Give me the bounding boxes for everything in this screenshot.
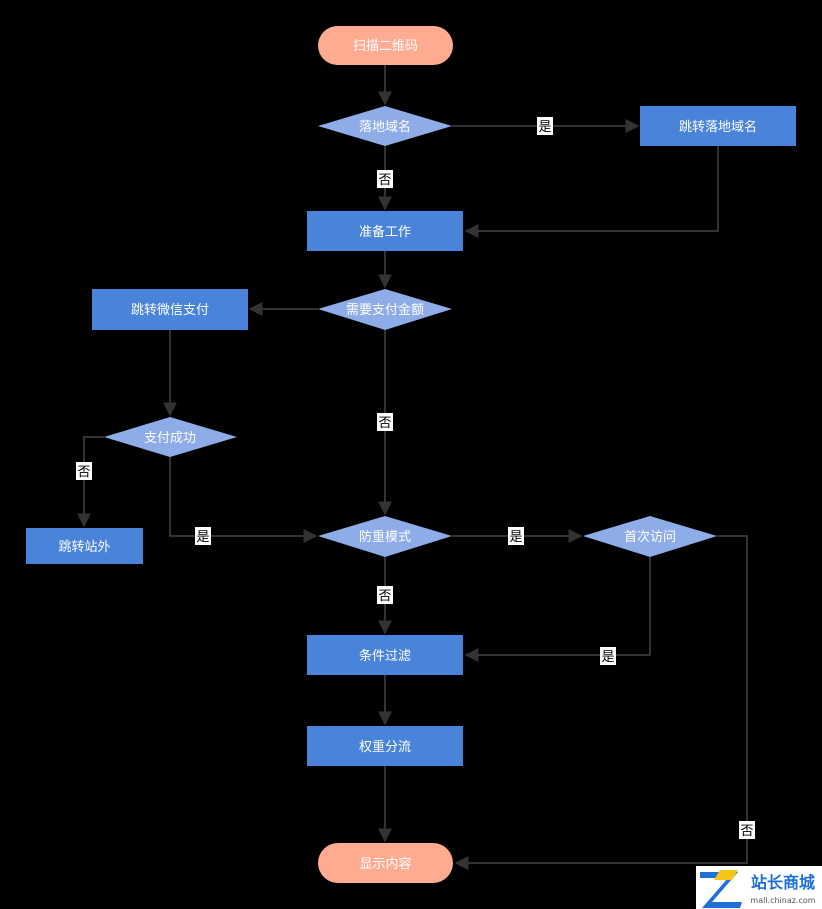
- edge-success-no: [77, 436, 104, 528]
- svg-text:支付成功: 支付成功: [144, 431, 196, 446]
- svg-text:否: 否: [378, 416, 391, 431]
- landing-decision: 落地域名: [318, 106, 452, 146]
- svg-text:首次访问: 首次访问: [624, 529, 676, 545]
- pay-success-decision: 支付成功: [104, 417, 237, 457]
- watermark-url: mall.chinaz.com: [750, 896, 815, 905]
- svg-text:扫描二维码: 扫描二维码: [353, 39, 418, 54]
- edge-first-yes: [464, 557, 651, 662]
- edge-label-first-yes: 是: [600, 647, 616, 665]
- svg-text:否: 否: [740, 824, 753, 839]
- chinaz-logo-icon: Z: [700, 870, 742, 908]
- edge-label-success-no: 否: [76, 462, 92, 480]
- edge-label-landing-yes: 是: [537, 117, 553, 135]
- edge-label-anti-no: 否: [377, 586, 393, 604]
- svg-text:跳转微信支付: 跳转微信支付: [131, 303, 209, 318]
- watermark: Z 站长商城 mall.chinaz.com: [696, 866, 822, 909]
- pay-decision: 需要支付金额: [318, 289, 452, 330]
- edge-success-yes: [169, 457, 318, 543]
- svg-text:是: 是: [196, 530, 209, 545]
- connectors: [77, 65, 748, 870]
- svg-text:是: 是: [538, 120, 551, 135]
- svg-text:跳转站外: 跳转站外: [58, 540, 110, 555]
- jump-landing-node: 跳转落地域名: [640, 106, 796, 146]
- edge-label-success-yes: 是: [195, 527, 211, 545]
- jump-wechat-pay-node: 跳转微信支付: [92, 289, 248, 330]
- first-visit-decision: 首次访问: [583, 516, 717, 557]
- edge-label-anti-yes: 是: [508, 527, 524, 545]
- filter-node: 条件过滤: [307, 635, 463, 675]
- svg-text:防重模式: 防重模式: [359, 529, 411, 545]
- edge-label-pay-no: 否: [377, 413, 393, 431]
- edge-label-first-no: 否: [739, 821, 755, 839]
- svg-text:跳转落地域名: 跳转落地域名: [679, 119, 757, 135]
- svg-text:需要支付金额: 需要支付金额: [346, 302, 424, 318]
- nodes: 扫描二维码 落地域名 跳转落地域名 准备工作 需要支付金额 跳转微信支付: [26, 26, 796, 883]
- svg-text:是: 是: [509, 530, 522, 545]
- prepare-node: 准备工作: [307, 211, 463, 251]
- svg-text:落地域名: 落地域名: [359, 119, 411, 135]
- show-content-node: 显示内容: [318, 843, 453, 883]
- svg-text:否: 否: [378, 173, 391, 188]
- svg-text:否: 否: [378, 589, 391, 604]
- svg-text:条件过滤: 条件过滤: [359, 648, 411, 664]
- watermark-brand: 站长商城: [751, 873, 815, 892]
- edge-jump-landing-to-prepare: [464, 146, 719, 238]
- svg-text:显示内容: 显示内容: [359, 856, 411, 872]
- edge-label-landing-no: 否: [377, 170, 393, 188]
- start-node: 扫描二维码: [318, 26, 453, 65]
- svg-text:准备工作: 准备工作: [359, 224, 411, 240]
- svg-text:权重分流: 权重分流: [359, 739, 411, 755]
- jump-offsite-node: 跳转站外: [26, 528, 143, 564]
- svg-text:否: 否: [77, 465, 90, 480]
- edge-first-no: [454, 535, 748, 870]
- anti-block-decision: 防重模式: [318, 516, 452, 557]
- edge-labels: 是 否 否 否 是 是 否 是: [76, 117, 755, 839]
- svg-text:是: 是: [601, 650, 614, 665]
- weight-split-node: 权重分流: [307, 726, 463, 766]
